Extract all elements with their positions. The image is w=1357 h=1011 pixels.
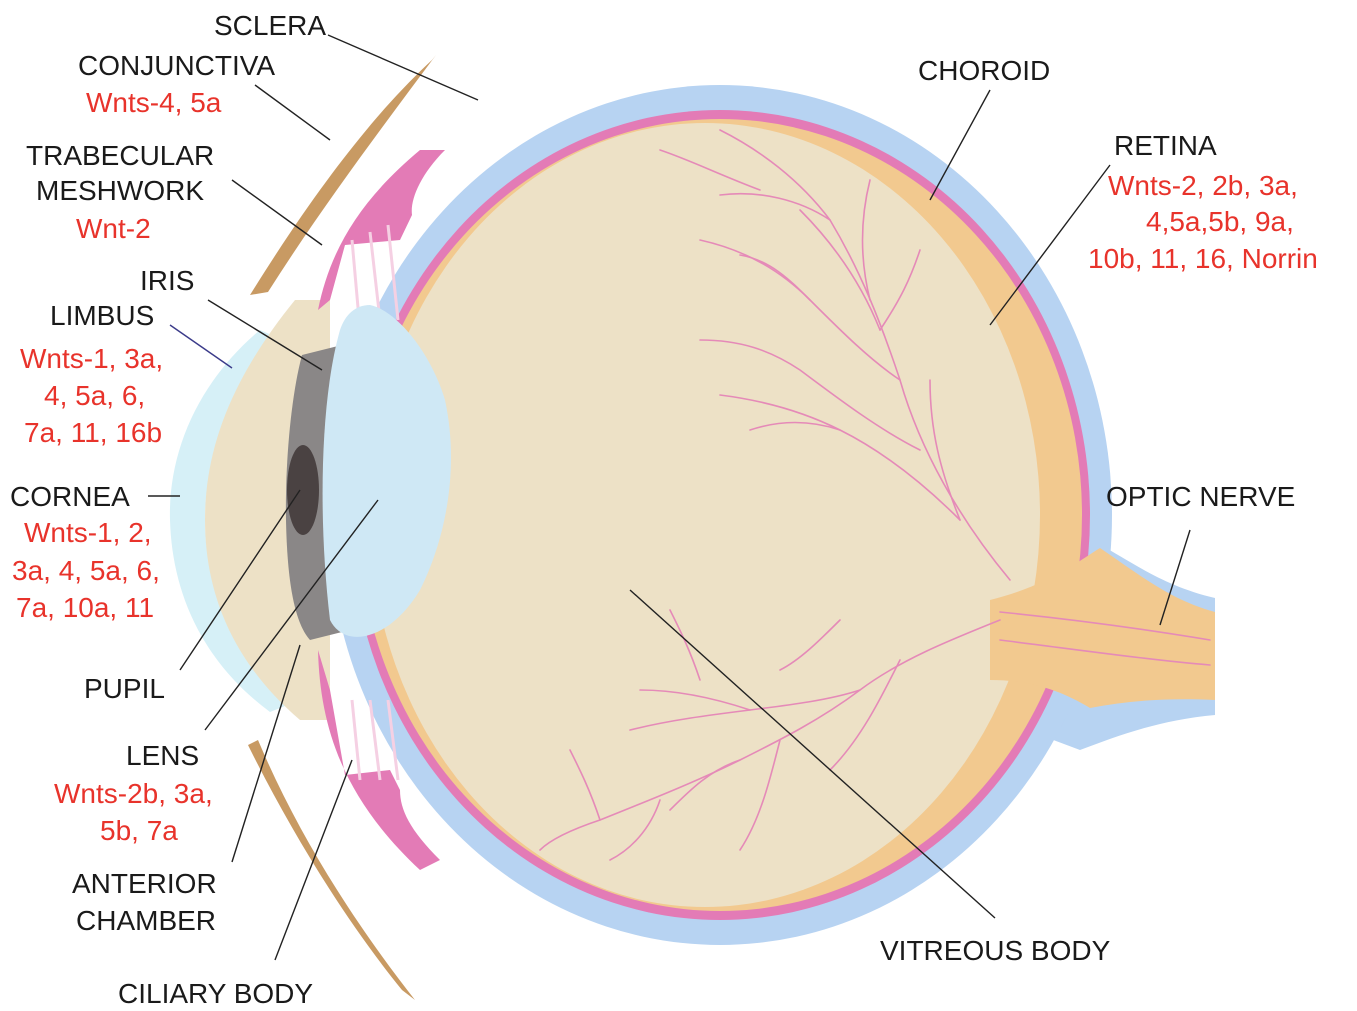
label-trabecular: TRABECULAR	[26, 140, 214, 171]
limbus-wnts-2: 4, 5a, 6,	[44, 380, 145, 411]
label-pupil: PUPIL	[84, 673, 165, 704]
label-vitreous-body: VITREOUS BODY	[880, 935, 1111, 966]
trabecular-wnts: Wnt-2	[76, 213, 151, 244]
limbus-wnts-1: Wnts-1, 3a,	[20, 343, 163, 374]
label-limbus: LIMBUS	[50, 300, 154, 331]
label-meshwork: MESHWORK	[36, 175, 204, 206]
label-iris: IRIS	[140, 265, 194, 296]
limbus-wnts-3: 7a, 11, 16b	[24, 417, 162, 448]
label-choroid: CHOROID	[918, 55, 1050, 86]
retina-wnts-2: 4,5a,5b, 9a,	[1146, 206, 1294, 237]
retina-wnts-1: Wnts-2, 2b, 3a,	[1108, 170, 1298, 201]
cornea-wnts-1: Wnts-1, 2,	[24, 517, 152, 548]
label-ciliary-body: CILIARY BODY	[118, 978, 313, 1009]
label-conjunctiva: CONJUNCTIVA	[78, 50, 275, 81]
label-retina: RETINA	[1114, 130, 1217, 161]
lens-wnts-1: Wnts-2b, 3a,	[54, 778, 213, 809]
label-lens: LENS	[126, 740, 199, 771]
label-cornea: CORNEA	[10, 481, 130, 512]
cornea-wnts-3: 7a, 10a, 11	[16, 592, 154, 623]
cornea-wnts-2: 3a, 4, 5a, 6,	[12, 555, 160, 586]
label-chamber: CHAMBER	[76, 905, 216, 936]
label-sclera: SCLERA	[214, 10, 326, 41]
pupil	[287, 445, 319, 535]
label-optic-nerve: OPTIC NERVE	[1106, 481, 1295, 512]
label-anterior: ANTERIOR	[72, 868, 217, 899]
lens-wnts-2: 5b, 7a	[100, 815, 178, 846]
conjunctiva-wnts: Wnts-4, 5a	[86, 87, 222, 118]
retina-wnts-3: 10b, 11, 16, Norrin	[1088, 243, 1318, 274]
